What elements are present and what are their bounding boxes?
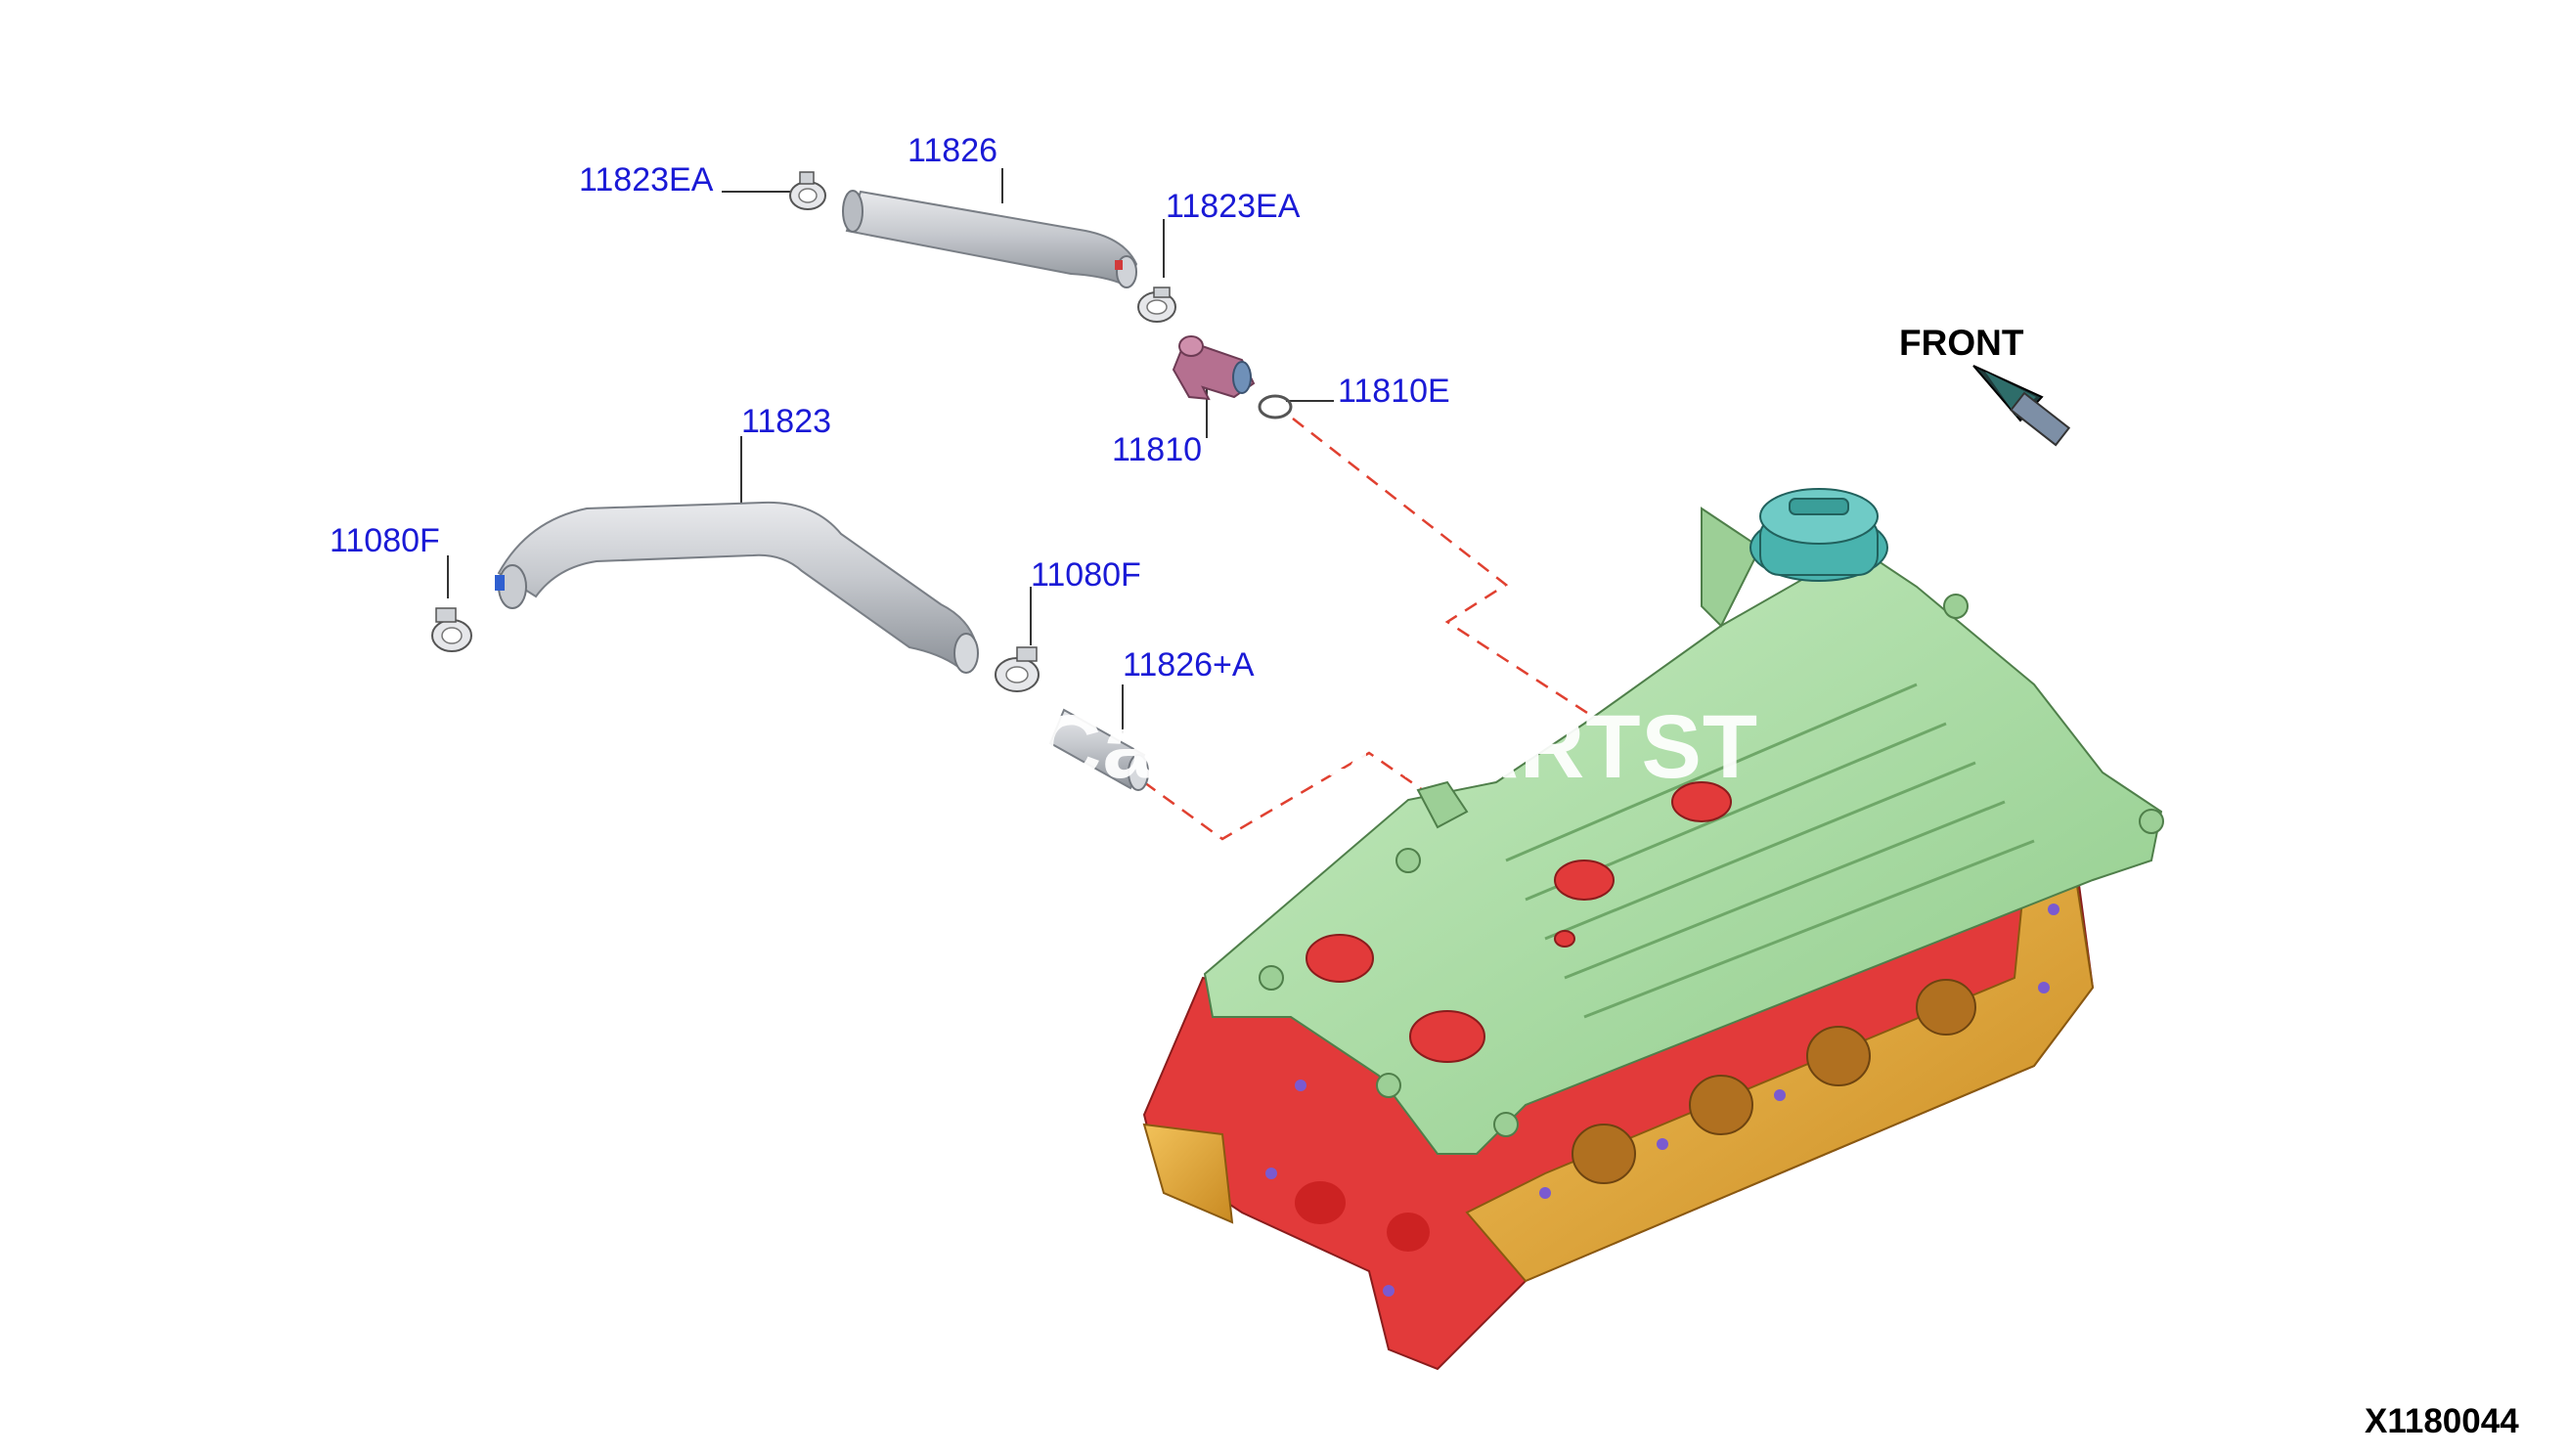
figure-id: X1180044 [2365,1402,2519,1440]
callout-11080f-left: 11080F [330,522,440,559]
callout-11810e: 11810E [1338,373,1450,410]
callout-11823ea-upper-left: 11823EA [579,161,714,199]
hose-clamp-lower-right [995,646,1040,692]
hose-clamp-upper-left [789,171,826,210]
front-label: FRONT [1899,323,2024,363]
hose-clamp-lower-left [431,607,472,652]
valve-cover [1203,488,2164,1155]
callout-11810: 11810 [1112,431,1203,468]
breather-hose-upper [842,190,1138,288]
hose-clamp-upper-right [1137,287,1176,323]
callout-11823: 11823 [741,403,832,440]
callout-11823ea-upper-right: 11823EA [1166,188,1301,225]
breather-hose-lower [495,501,979,674]
oil-filler-cap [1749,488,1888,582]
callout-11826: 11826 [908,132,998,169]
pcv-valve [1172,335,1256,401]
connection-lines [1143,418,1605,841]
callout-11826-plus-a: 11826+A [1123,646,1255,684]
callout-11080f-right: 11080F [1031,556,1141,594]
short-tube [1048,708,1149,791]
front-arrow-icon [1972,365,2071,447]
o-ring [1258,394,1293,419]
watermark: Catalog PARTST [1037,697,1759,797]
